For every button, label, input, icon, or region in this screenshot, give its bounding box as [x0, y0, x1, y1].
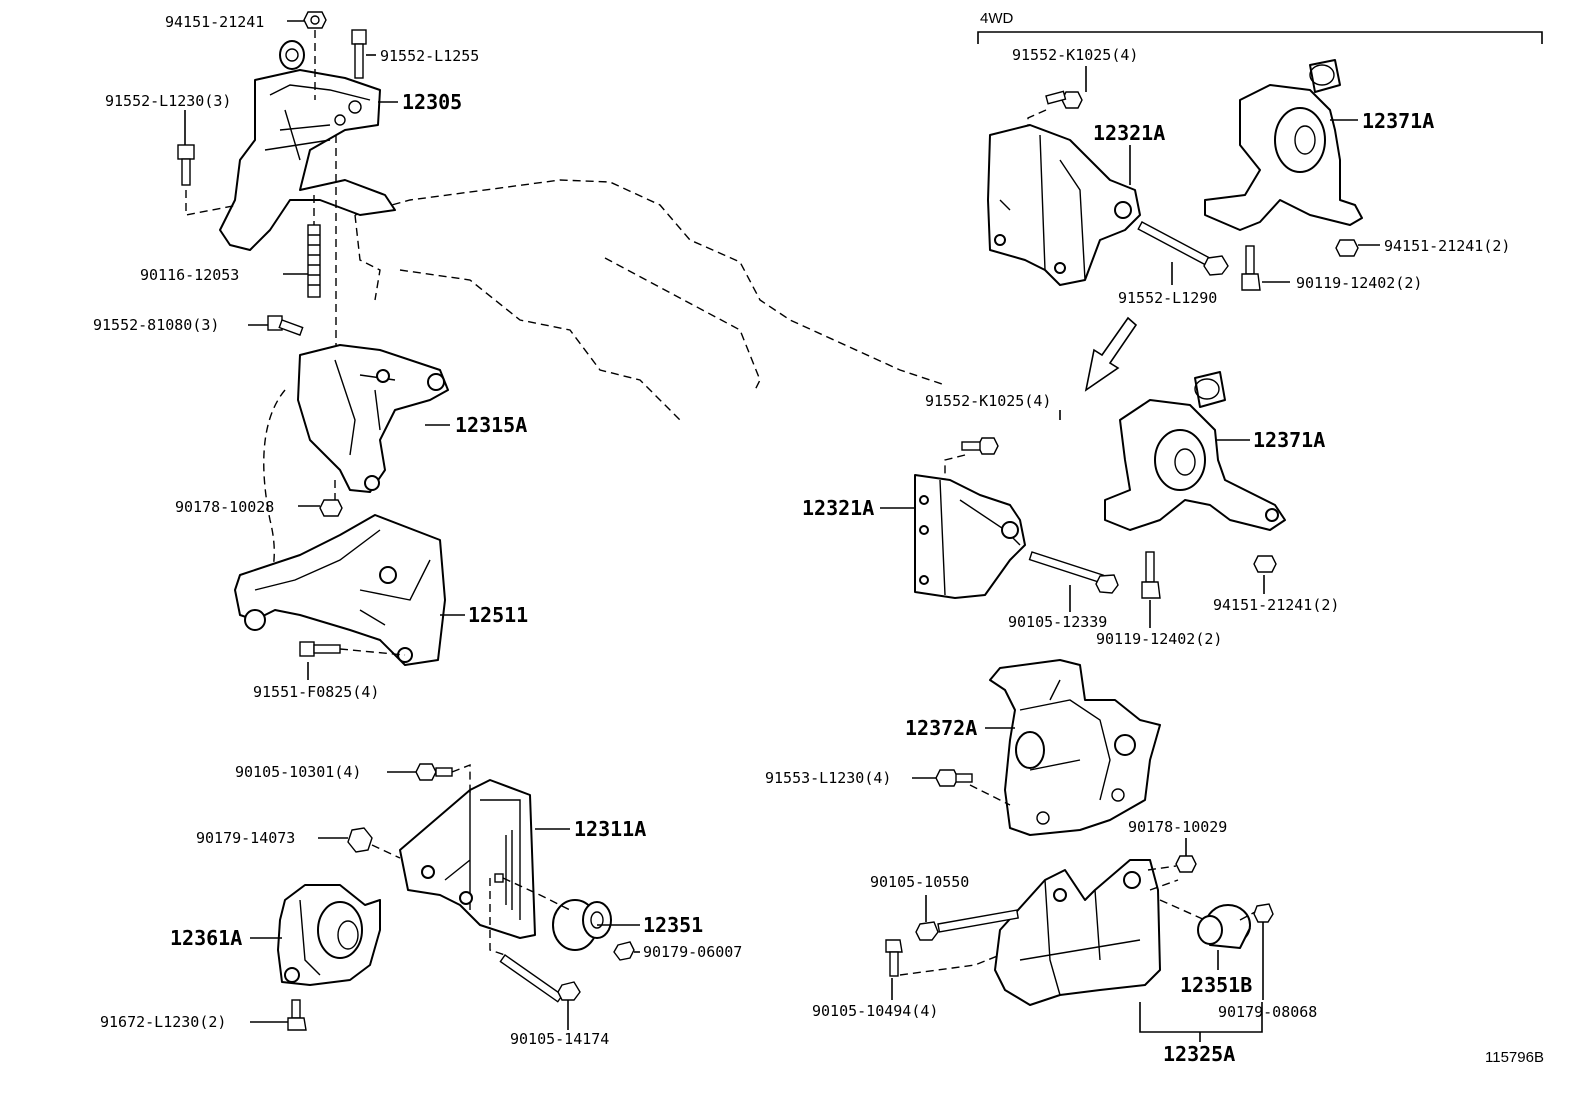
nut-90179-14073[interactable] — [347, 827, 373, 853]
bolt-90119-12402-top[interactable] — [1241, 245, 1261, 291]
bolt-91552-L1290[interactable] — [1137, 221, 1229, 276]
mount-12371A-mid[interactable] — [1104, 371, 1286, 531]
mount-12372A[interactable] — [989, 659, 1161, 836]
label-12325A: 12325A — [1163, 1042, 1235, 1066]
direction-arrow — [1084, 316, 1138, 392]
label-91552-K1025-4-mid: 91552-K1025(4) — [925, 392, 1051, 410]
part-labels: 4WD 115796B 94151-21241 91552-L1255 9155… — [93, 10, 1544, 1066]
engine-outline — [263, 179, 946, 601]
nut-90178-10029[interactable] — [1175, 855, 1197, 873]
label-90105-10494-4: 90105-10494(4) — [812, 1002, 938, 1020]
label-90105-10550: 90105-10550 — [870, 873, 969, 891]
bolt-91552-L1230[interactable] — [177, 144, 195, 186]
label-12372A: 12372A — [905, 716, 977, 740]
label-91672-L1230-2: 91672-L1230(2) — [100, 1013, 226, 1031]
label-12321A-top: 12321A — [1093, 121, 1165, 145]
label-90116-12053: 90116-12053 — [140, 266, 239, 284]
bracket-12511[interactable] — [234, 514, 446, 666]
label-12321A-mid: 12321A — [802, 496, 874, 520]
label-12371A-mid: 12371A — [1253, 428, 1325, 452]
label-12371A-top: 12371A — [1362, 109, 1434, 133]
label-91552-L1255: 91552-L1255 — [380, 47, 479, 65]
bolt-90105-14174[interactable] — [499, 954, 581, 1003]
bracket-12311A[interactable] — [399, 779, 536, 939]
label-94151-21241-2-top: 94151-21241(2) — [1384, 237, 1510, 255]
bolt-91551-F0825[interactable] — [299, 641, 341, 657]
section-bracket-4wd — [977, 31, 1543, 44]
label-12305: 12305 — [402, 90, 462, 114]
label-12311A: 12311A — [574, 817, 646, 841]
bolt-91552-L1255[interactable] — [351, 29, 367, 79]
label-90179-06007: 90179-06007 — [643, 943, 742, 961]
label-90178-10028: 90178-10028 — [175, 498, 274, 516]
label-90179-14073: 90179-14073 — [196, 829, 295, 847]
label-12351: 12351 — [643, 913, 703, 937]
bolt-90119-12402-mid[interactable] — [1141, 551, 1161, 599]
stud-90116-12053[interactable] — [307, 224, 321, 298]
nut-90179-08068[interactable] — [1253, 903, 1274, 923]
bracket-12325A[interactable] — [994, 859, 1161, 1006]
label-90105-10301-4: 90105-10301(4) — [235, 763, 361, 781]
bracket-12321A-top[interactable] — [987, 124, 1141, 286]
bolt-91553-L1230[interactable] — [935, 769, 973, 787]
mount-12305[interactable] — [219, 40, 396, 251]
label-91552-K1025-4-top: 91552-K1025(4) — [1012, 46, 1138, 64]
bolt-91552-K1025-mid[interactable] — [961, 437, 999, 455]
mount-12361A[interactable] — [277, 884, 381, 986]
bracket-12321A-mid[interactable] — [914, 474, 1026, 599]
bolt-90105-10550[interactable] — [915, 909, 1019, 941]
leader-lines — [184, 20, 1380, 1042]
nut-90179-06007[interactable] — [613, 941, 635, 961]
bracket-12315A[interactable] — [297, 344, 449, 493]
label-91552-L1290: 91552-L1290 — [1118, 289, 1217, 307]
label-91552-81080-3: 91552-81080(3) — [93, 316, 219, 334]
label-90179-08068: 90179-08068 — [1218, 1003, 1317, 1021]
label-90105-12339: 90105-12339 — [1008, 613, 1107, 631]
bolt-94151-21241-top[interactable] — [303, 11, 327, 29]
label-12361A: 12361A — [170, 926, 242, 950]
label-12315A: 12315A — [455, 413, 527, 437]
label-90119-12402-2-top: 90119-12402(2) — [1296, 274, 1422, 292]
bolt-90105-10494[interactable] — [885, 939, 903, 977]
label-91553-L1230-4: 91553-L1230(4) — [765, 769, 891, 787]
bushing-12351B[interactable] — [1197, 904, 1251, 949]
bushing-12351[interactable] — [552, 899, 612, 951]
bolt-90105-12339[interactable] — [1028, 551, 1119, 594]
label-90178-10029: 90178-10029 — [1128, 818, 1227, 836]
mount-12371A-top[interactable] — [1204, 59, 1363, 231]
nut-94151-21241-mid[interactable] — [1253, 555, 1277, 573]
bolt-91552-81080[interactable] — [267, 315, 304, 336]
nut-94151-21241-top[interactable] — [1335, 239, 1359, 257]
bolt-91552-K1025-top[interactable] — [1045, 90, 1083, 109]
nut-90178-10028[interactable] — [319, 499, 343, 517]
label-91551-F0825-4: 91551-F0825(4) — [253, 683, 379, 701]
figure-id: 115796B — [1485, 1049, 1544, 1066]
label-94151-21241: 94151-21241 — [165, 13, 264, 31]
bolt-91672-L1230[interactable] — [287, 999, 307, 1031]
label-12511: 12511 — [468, 603, 528, 627]
group-bracket-12325A — [1139, 1002, 1263, 1033]
bolt-90105-10301[interactable] — [415, 763, 453, 781]
section-label: 4WD — [980, 10, 1014, 27]
label-12351B: 12351B — [1180, 973, 1252, 997]
label-90105-14174: 90105-14174 — [510, 1030, 609, 1048]
label-91552-L1230-3: 91552-L1230(3) — [105, 92, 231, 110]
label-94151-21241-2-mid: 94151-21241(2) — [1213, 596, 1339, 614]
label-90119-12402-2-mid: 90119-12402(2) — [1096, 630, 1222, 648]
